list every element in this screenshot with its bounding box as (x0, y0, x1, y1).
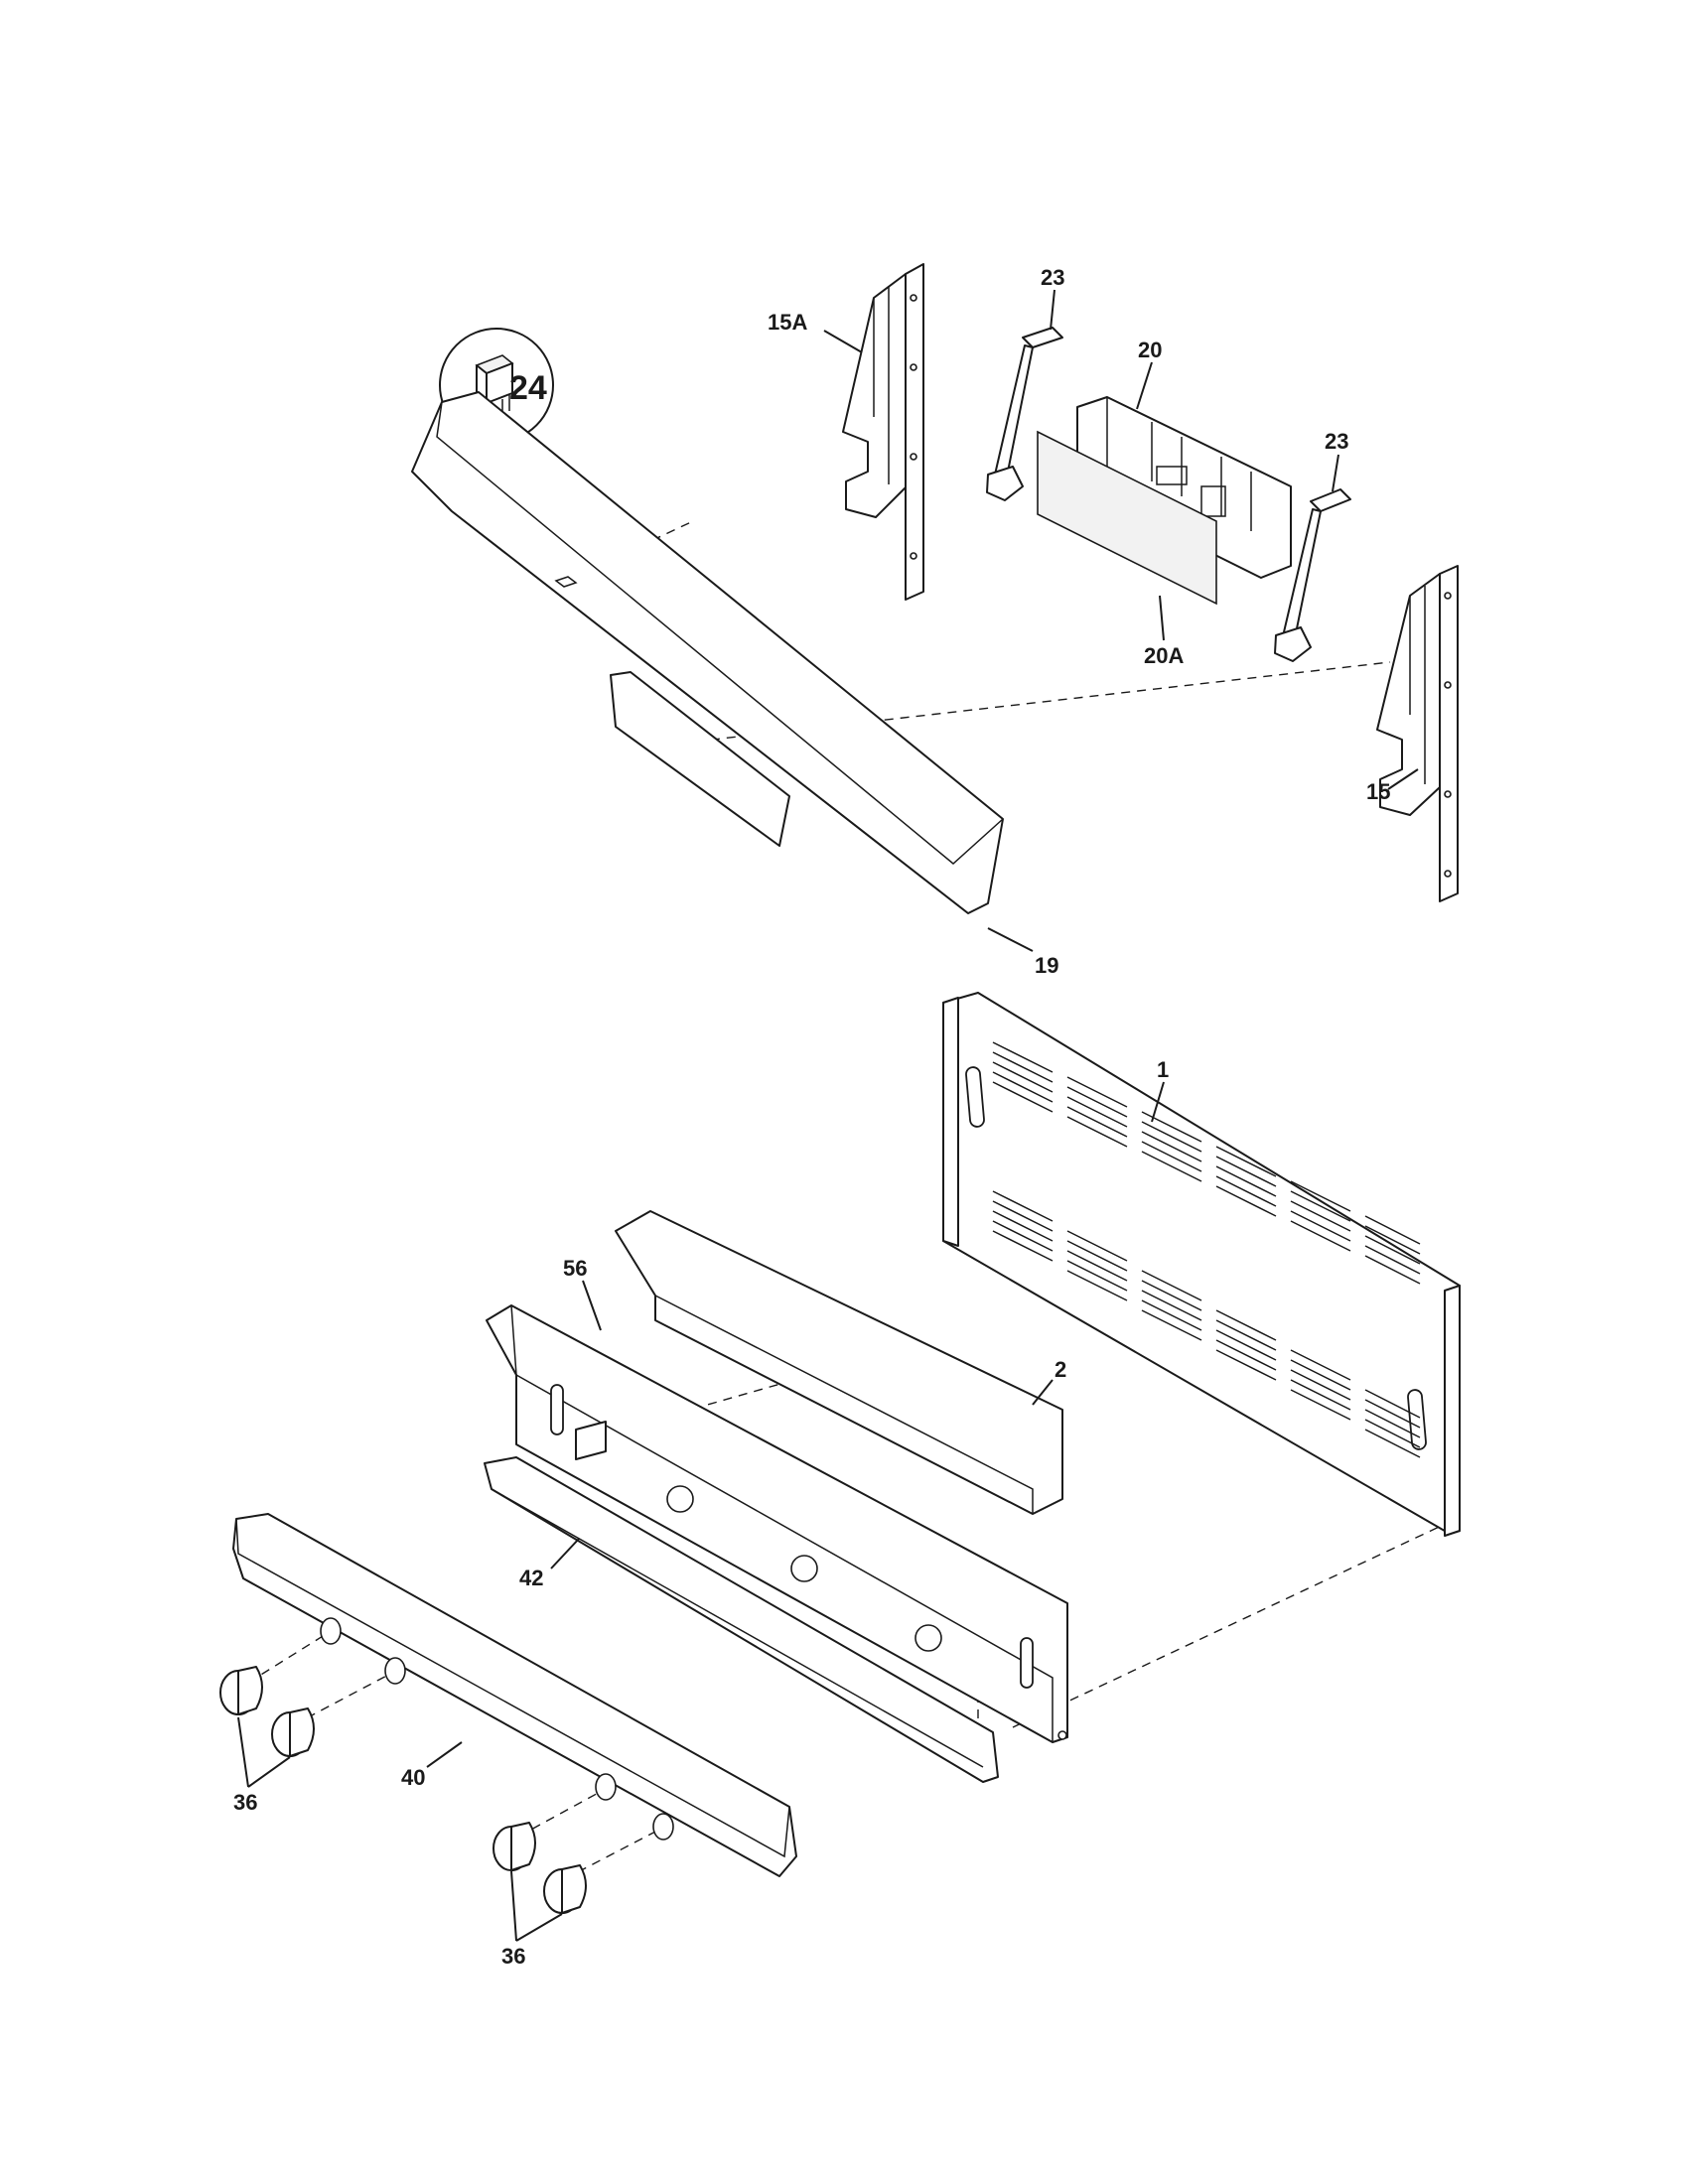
bracket-23-arm (994, 344, 1034, 478)
control-panel-display-window (610, 671, 790, 847)
callout-23-left: 23 (1041, 265, 1064, 290)
manifold-panel-body (232, 1513, 797, 1877)
console-bracket-edges (510, 1304, 1054, 1742)
control-panel-switch-hole (554, 576, 578, 588)
bracket-part-23-left (986, 327, 1063, 501)
console-bracket-part-56 (486, 1304, 1068, 1743)
end-cap-15-hole (1444, 681, 1452, 689)
callout-20: 20 (1138, 338, 1162, 362)
end-cap-15-flange (1439, 565, 1459, 902)
end-cap-part-15 (1376, 565, 1459, 902)
console-bracket-slot (550, 1384, 564, 1435)
callout-40: 40 (401, 1765, 425, 1790)
callout-1: 1 (1157, 1057, 1169, 1082)
back-panel-part-1 (942, 992, 1461, 1537)
trim-strip-edge (491, 1488, 984, 1768)
trim-part-42 (484, 1456, 999, 1783)
switch-side (486, 362, 513, 404)
callout-23-right: 23 (1325, 429, 1348, 454)
end-cap-part-15a (842, 263, 924, 601)
end-cap-15a-hole (910, 552, 917, 560)
back-panel-flange-right (1444, 1285, 1461, 1537)
end-cap-15a-hole (910, 363, 917, 371)
leader-lines (237, 289, 1419, 1942)
console-bracket-hole (790, 1555, 818, 1582)
back-panel-slot (965, 1066, 985, 1128)
callout-24: 24 (509, 369, 547, 407)
control-panel-part-19 (411, 391, 1004, 914)
console-bracket-hole (914, 1624, 942, 1652)
manifold-panel-hole (652, 1813, 674, 1841)
control-panel-edges (411, 401, 1004, 914)
manifold-panel-part-40 (232, 1513, 797, 1877)
console-bracket-cutout (575, 1421, 607, 1460)
end-cap-15a-edges (873, 286, 890, 484)
callout-15a: 15A (768, 310, 807, 335)
back-panel-flange-left (942, 997, 959, 1247)
end-cap-15a-flange (905, 263, 924, 601)
end-cap-15a-hole (910, 294, 917, 302)
console-bracket-slot (1020, 1637, 1034, 1689)
manifold-panel-hole (320, 1617, 342, 1645)
callout-2: 2 (1055, 1357, 1066, 1382)
console-bracket-hole (1057, 1730, 1067, 1740)
bracket-23-foot (986, 466, 1024, 501)
control-board-connector (1156, 466, 1188, 485)
knob-2 (271, 1707, 315, 1757)
manifold-panel-hole (384, 1657, 406, 1685)
end-cap-15-hole (1444, 870, 1452, 878)
callout-36-right: 36 (501, 1944, 525, 1969)
assembly-line-panel-corner (1012, 1521, 1451, 1728)
callout-15: 15 (1366, 779, 1390, 804)
callout-labels: 15A 23 20 23 24 20A 15 19 1 56 2 42 40 3… (233, 265, 1390, 1969)
manifold-panel-hole (595, 1773, 617, 1801)
callout-42: 42 (519, 1566, 543, 1590)
bracket-23-top (1310, 488, 1351, 512)
callout-19: 19 (1035, 953, 1058, 978)
end-cap-15-edges (1409, 586, 1426, 784)
bracket-23-foot (1274, 626, 1312, 662)
back-panel-vents (992, 1041, 1421, 1458)
overlay-part-20a (1037, 430, 1217, 606)
overlay-20a-sheet (1037, 430, 1217, 606)
knobs-part-36 (219, 1666, 587, 1914)
shield-part-2 (615, 1210, 1063, 1515)
end-cap-15-hole (1444, 790, 1452, 798)
callout-20a: 20A (1144, 643, 1184, 668)
console-bracket-hole (666, 1485, 694, 1513)
end-cap-15a-hole (910, 453, 917, 461)
callout-36-left: 36 (233, 1790, 257, 1815)
knob-4 (543, 1864, 587, 1914)
bracket-23-top (1022, 327, 1063, 348)
control-board-connector (1200, 485, 1226, 517)
knob-1 (219, 1666, 263, 1715)
end-cap-15-hole (1444, 592, 1452, 600)
shield-edges (654, 1295, 1034, 1514)
callout-56: 56 (563, 1256, 587, 1281)
bracket-part-23-right (1274, 488, 1351, 662)
knob-3 (492, 1822, 536, 1871)
